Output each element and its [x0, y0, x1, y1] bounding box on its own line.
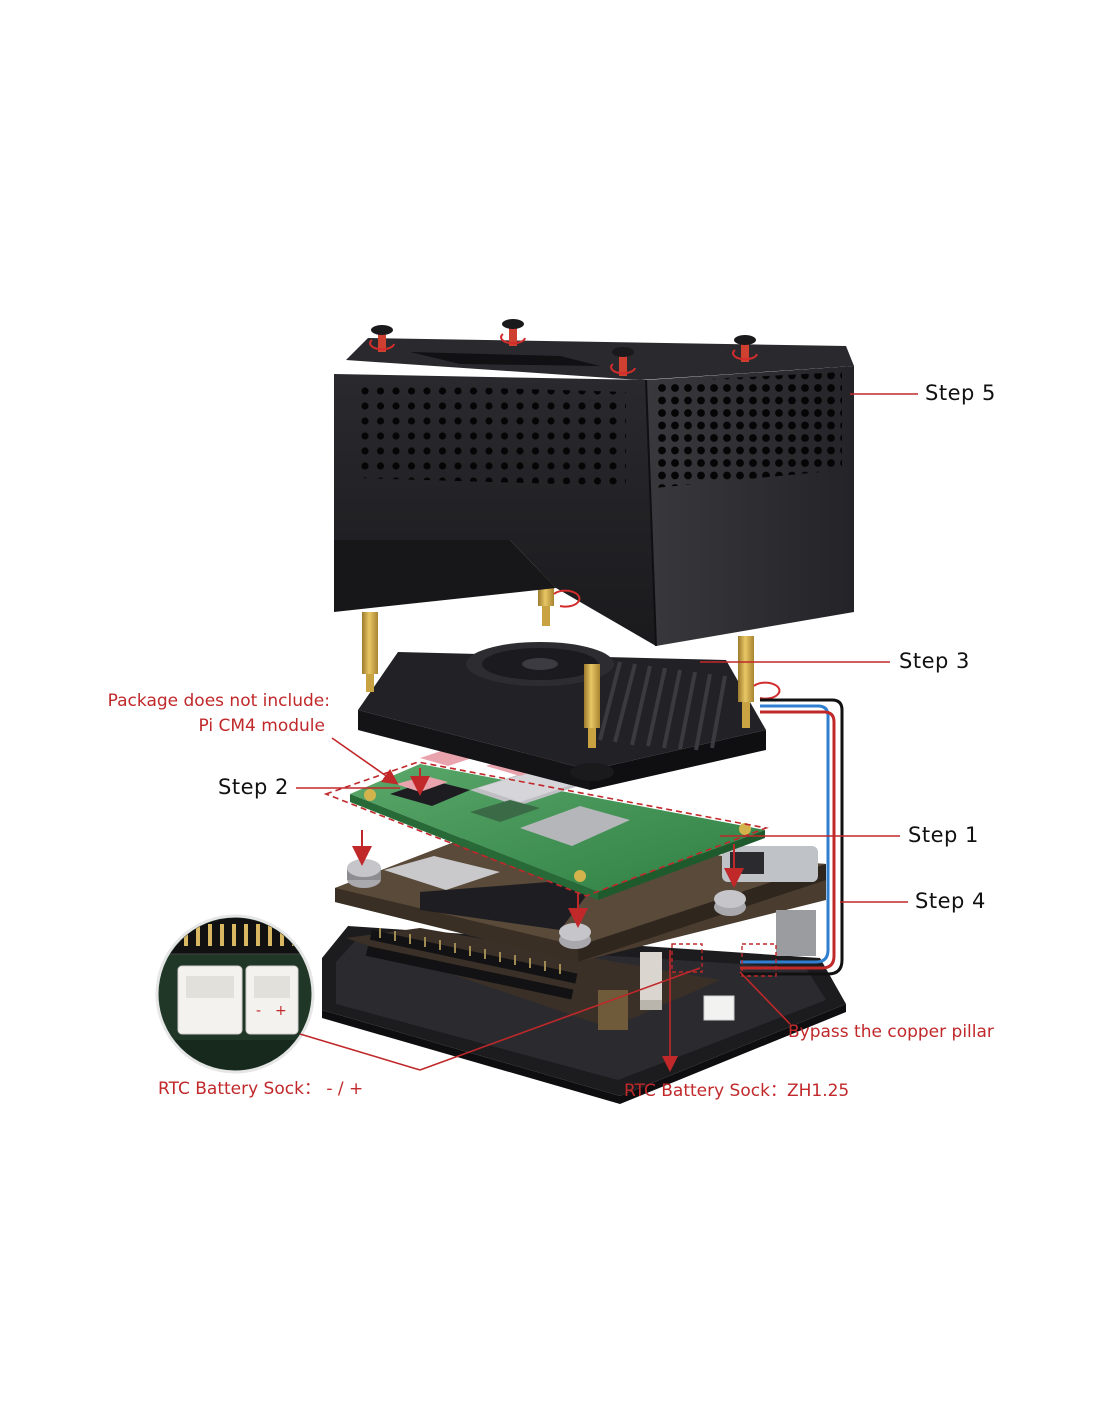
screw-icon — [610, 347, 636, 376]
cm4-module — [350, 746, 765, 900]
top-screws — [369, 319, 758, 376]
screw-icon — [732, 335, 758, 362]
standoff — [584, 664, 600, 748]
top-case-shell — [334, 338, 854, 647]
step-4-label: Step 4 — [915, 889, 986, 913]
brass-standoffs — [362, 572, 754, 748]
inset-plus-label: + — [275, 1003, 287, 1019]
rtc-socket-left-note: RTC Battery Sock： - / + — [158, 1079, 364, 1099]
step-3-label: Step 3 — [899, 649, 970, 673]
callout-lines — [296, 393, 918, 1072]
screw-icon — [500, 319, 526, 346]
heatsink-fan — [358, 642, 766, 790]
rtc-socket-right-note: RTC Battery Sock：ZH1.25 — [624, 1081, 850, 1101]
rtc-connector-highlight — [741, 943, 777, 977]
carrier-base-board — [346, 928, 720, 1030]
down-arrow-icon — [352, 768, 744, 928]
package-note-line1: Package does not include: — [107, 691, 330, 711]
step-1-label: Step 1 — [908, 823, 979, 847]
package-note-line2: Pi CM4 module — [198, 716, 325, 736]
step-2-label: Step 2 — [218, 775, 289, 799]
fan-cable — [740, 698, 844, 976]
rtc-battery-socket-inset — [155, 914, 315, 1074]
step-5-label: Step 5 — [925, 381, 996, 405]
standoff — [362, 612, 378, 692]
standoff — [738, 636, 754, 728]
rtc-connector-highlight — [671, 943, 703, 973]
bypass-pillar-note: Bypass the copper pillar — [788, 1022, 994, 1042]
io-carrier-board — [335, 836, 826, 1021]
inset-minus-label: - — [256, 1003, 262, 1019]
rotation-arrow-icon — [553, 589, 781, 700]
screw-icon — [369, 325, 395, 352]
